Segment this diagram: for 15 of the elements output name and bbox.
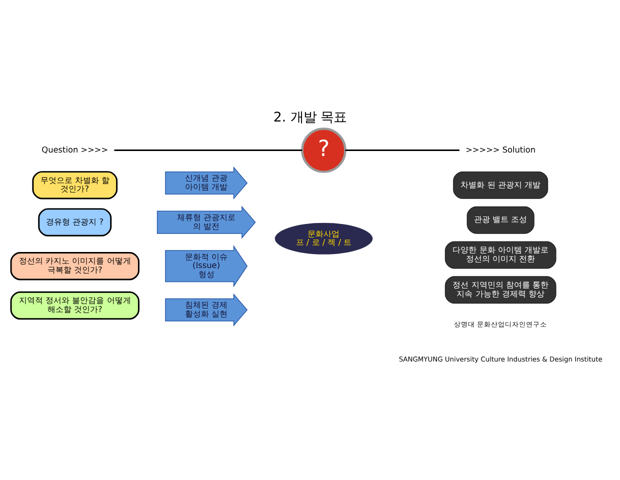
node-box: 차별화 된 관광지 개발 [453,170,548,198]
node-box: 무엇으로 차별화 할 것인가? [32,170,118,199]
diagram-title: 2. 개발 목표 [273,110,347,126]
node-box: 지역적 정서와 불안감을 어떻게 해소할 것인가? [10,290,140,320]
node-box: 정선의 카지노 이미지를 어떻게 극복할 것인가? [10,252,140,280]
node-circle: ? [301,127,346,172]
connector [114,149,302,151]
node-box: 다양한 문화 아이템 개발로 정선의 이미지 전환 [444,240,556,268]
connector [345,149,460,151]
node-box: 경유형 관광지 ? [38,208,112,236]
node-box: 정선 지역민의 참여를 통한 지속 가능한 경제력 향상 [444,276,556,304]
node-ellipse: 문화사업 프 / 로 / 젝 / 트 [272,220,375,256]
node-text: >>>>> Solution [466,144,536,154]
node-box: 관광 밸트 조성 [466,206,534,234]
node-text: Question >>>> [42,144,108,154]
